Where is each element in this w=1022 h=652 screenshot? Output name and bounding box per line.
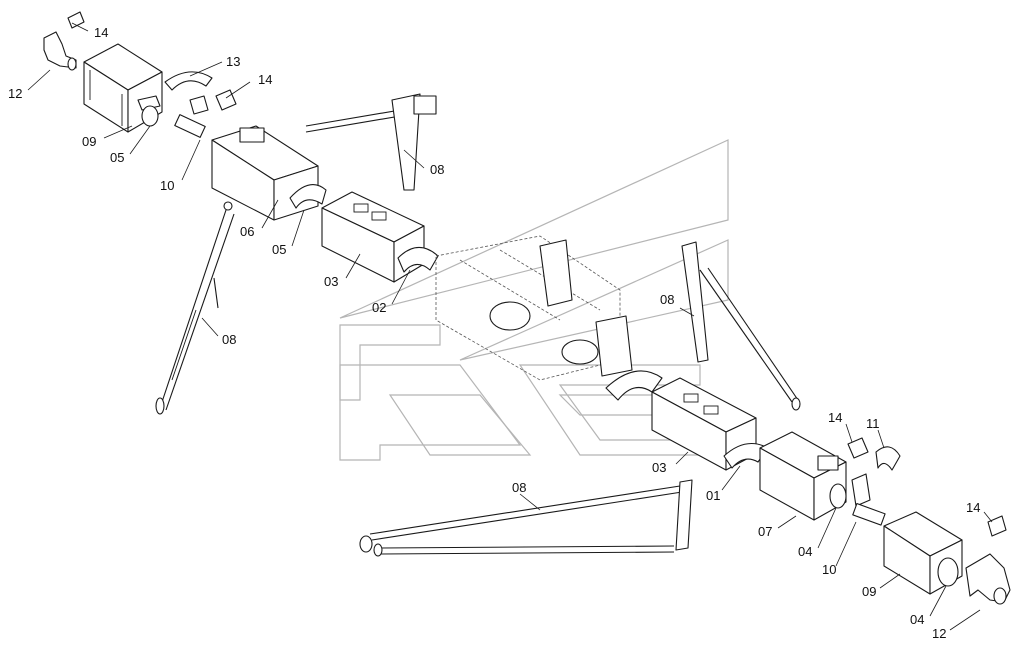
callout-09-left: 09: [82, 134, 96, 149]
callout-04-mid: 04: [798, 544, 812, 559]
part-02-coupling: [397, 246, 439, 273]
callout-09-right: 09: [862, 584, 876, 599]
part-08-arm-upper: [305, 93, 437, 191]
part-04-flange-right-lower: [937, 557, 959, 587]
callout-08-lower: 08: [512, 480, 526, 495]
part-08-arm-lower: [359, 479, 693, 557]
part-13-shield: [164, 71, 213, 91]
leader-lines: [27, 22, 993, 631]
callout-04-right: 04: [910, 612, 924, 627]
callout-05-left: 05: [110, 150, 124, 165]
part-08-arm-left: [155, 201, 235, 415]
part-14-plate-far-right: [987, 515, 1007, 537]
callout-labels: 14 12 13 14 09 05 10 08 06 05 03 02 08 0…: [8, 25, 980, 641]
callout-08-right: 08: [660, 292, 674, 307]
part-03-gearbox-left: [321, 191, 425, 283]
part-01-shield: [723, 442, 769, 469]
callout-08-left: 08: [222, 332, 236, 347]
part-05-flange-mid: [289, 184, 327, 209]
callout-12-right: 12: [932, 626, 946, 641]
callout-12-left: 12: [8, 86, 22, 101]
callout-14-far-right: 14: [966, 500, 980, 515]
part-04-flange-right-upper: [829, 473, 871, 509]
callout-14-right: 14: [828, 410, 842, 425]
callout-14-top: 14: [94, 25, 108, 40]
callout-13: 13: [226, 54, 240, 69]
callout-07: 07: [758, 524, 772, 539]
part-14-plate-top: [67, 11, 85, 29]
part-10-shaft-right: [852, 503, 886, 526]
callout-02: 02: [372, 300, 386, 315]
callout-01: 01: [706, 488, 720, 503]
callout-14-upper: 14: [258, 72, 272, 87]
callout-08-upper: 08: [430, 162, 444, 177]
part-10-shaft-left: [174, 95, 209, 138]
part-08-arm-right-upper: [681, 241, 801, 411]
part-07-gearbox-right: [759, 431, 847, 521]
part-14-plate-right: [847, 437, 869, 459]
callout-05-mid: 05: [272, 242, 286, 257]
callout-03-left: 03: [324, 274, 338, 289]
callout-10-left: 10: [160, 178, 174, 193]
part-12-coupling-right: [965, 553, 1011, 605]
callout-03-right: 03: [652, 460, 666, 475]
part-12-coupling-left: [43, 31, 77, 71]
part-11-shield: [875, 446, 901, 471]
callout-10-right: 10: [822, 562, 836, 577]
callout-06: 06: [240, 224, 254, 239]
central-frame: [435, 235, 663, 401]
callout-11: 11: [866, 416, 880, 431]
